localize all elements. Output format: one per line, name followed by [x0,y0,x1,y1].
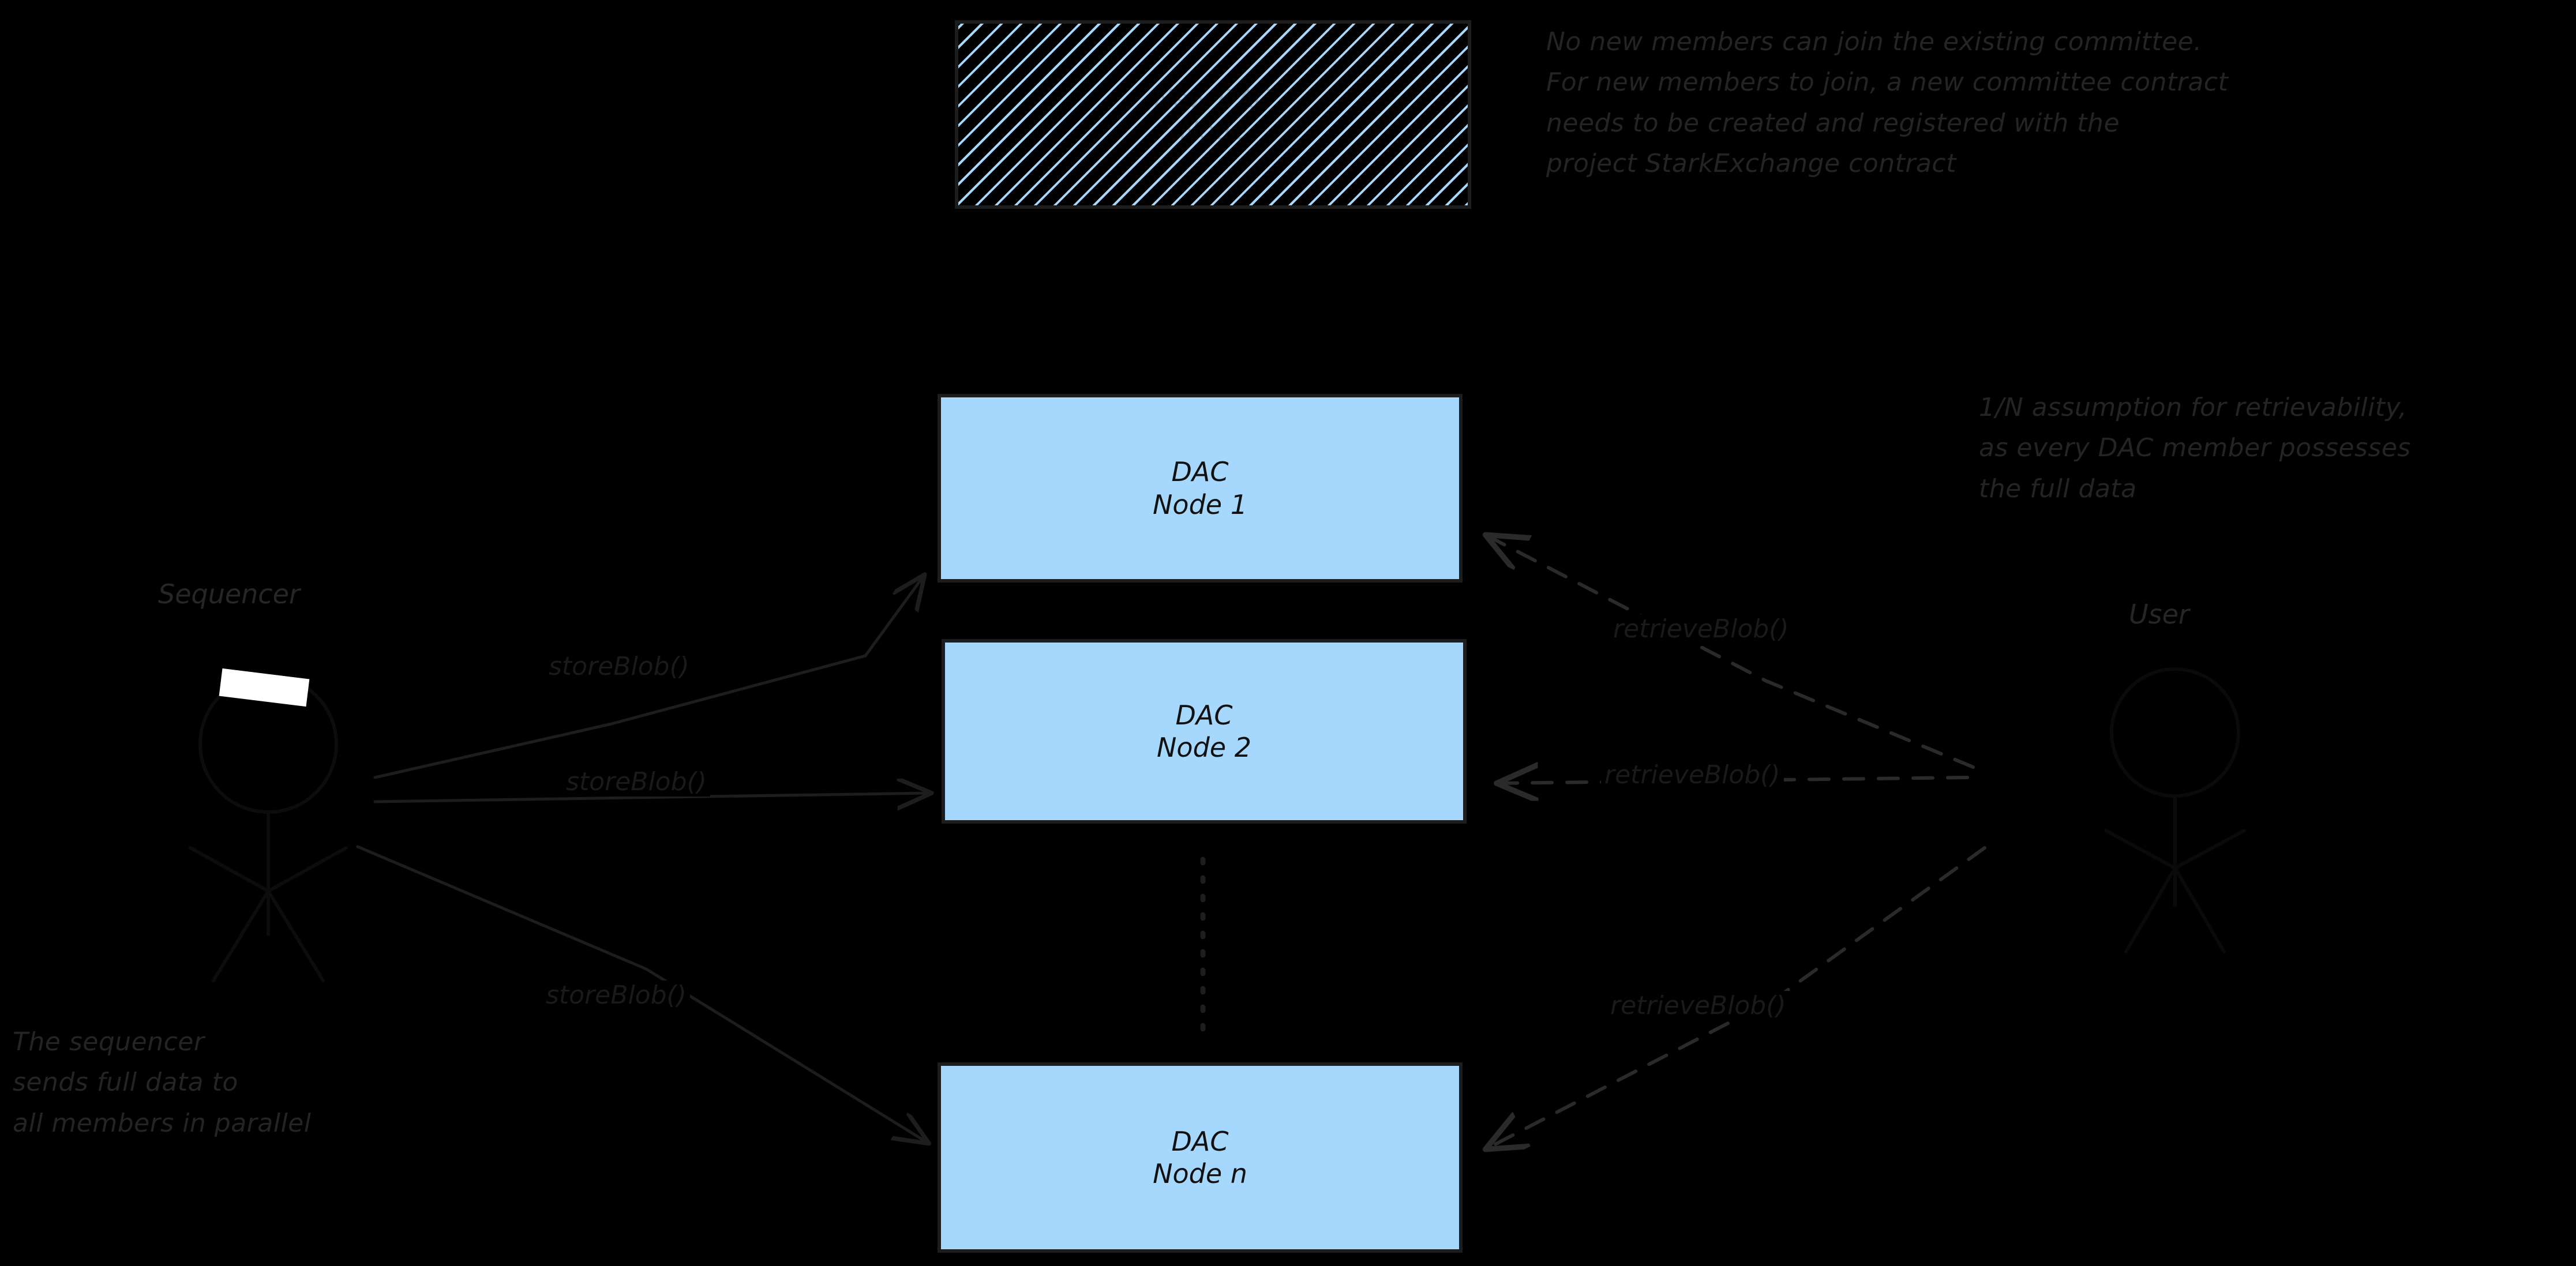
annotation-retrievability: 1/N assumption for retrievability, as ev… [1979,393,2411,504]
new-dac-node-line2: Node [1180,115,1246,145]
dac-node-2-box[interactable]: DAC Node 2 [942,639,1467,824]
edge-label-retrieve-node1: retrieveBlob() [1610,614,1793,644]
dac-node-2-line2: Node 2 [1157,732,1251,763]
edge-label-store-node1: storeBlob() [545,652,693,681]
edge-store-node2 [373,793,929,802]
dac-node-1-line1: DAC [1171,456,1229,488]
edge-store-noden [356,845,927,1142]
user-person-icon [2104,667,2246,953]
sequencer-person-icon [189,674,348,982]
dac-node-n-box[interactable]: DAC Node n [938,1062,1463,1253]
dac-node-1-label: DAC Node 1 [941,456,1459,520]
dac-node-2-label: DAC Node 2 [945,699,1463,764]
user-label: User [2129,599,2189,630]
dac-node-1-box[interactable]: DAC Node 1 [938,394,1463,583]
new-dac-node-line1: New DAC [1154,84,1272,114]
sequencer-label: Sequencer [158,578,300,610]
dac-node-n-line1: DAC [1171,1125,1229,1157]
annotation-sequencer: The sequencer sends full data to all mem… [13,1027,312,1138]
annotation-committee: No new members can join the existing com… [1546,27,2229,179]
dac-node-n-label: DAC Node n [941,1125,1459,1190]
dac-node-2-line1: DAC [1175,699,1233,731]
edge-retrieve-node2 [1500,777,1969,783]
edge-label-retrieve-noden: retrieveBlob() [1607,991,1790,1020]
edge-label-store-noden: storeBlob() [542,981,690,1010]
edge-store-node1 [373,577,923,779]
store-blob-edges [356,577,929,1142]
edge-label-store-node2: storeBlob() [563,767,710,797]
new-dac-node-box[interactable]: New DAC Node [955,20,1471,209]
new-dac-node-label: New DAC Node [958,83,1468,146]
edge-retrieve-node1 [1488,536,1975,769]
edge-label-retrieve-node2: retrieveBlob() [1601,760,1784,790]
dac-node-1-line2: Node 1 [1153,489,1247,520]
dac-node-n-line2: Node n [1153,1158,1247,1189]
